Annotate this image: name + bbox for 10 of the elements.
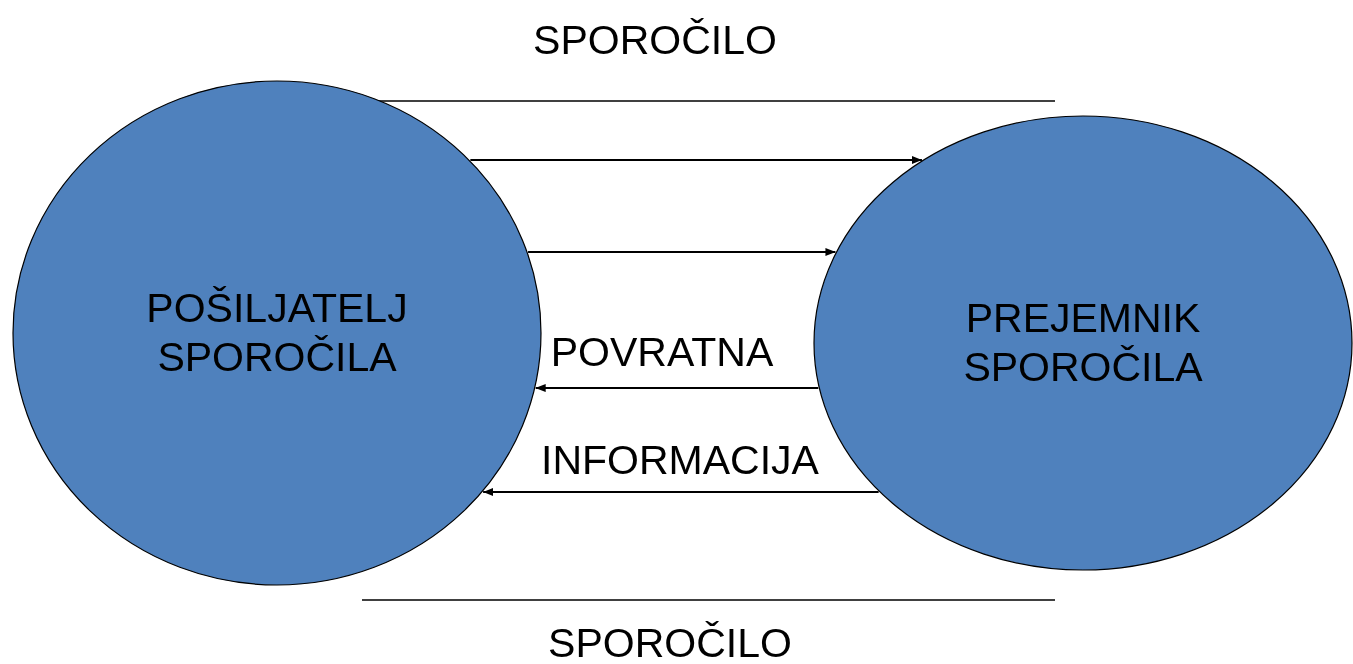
text-label: SPOROČILO bbox=[548, 619, 792, 664]
arrow bbox=[469, 156, 923, 164]
arrow bbox=[534, 384, 820, 392]
text-label: POVRATNA bbox=[550, 328, 774, 376]
node-label: POŠILJATELJ SPOROČILA bbox=[145, 283, 409, 382]
arrow bbox=[527, 248, 837, 256]
node-label: PREJEMNIK SPOROČILA bbox=[962, 293, 1204, 392]
text-label: INFORMACIJA bbox=[541, 436, 819, 484]
text-label: SPOROČILO bbox=[533, 16, 777, 64]
arrow bbox=[482, 488, 880, 496]
